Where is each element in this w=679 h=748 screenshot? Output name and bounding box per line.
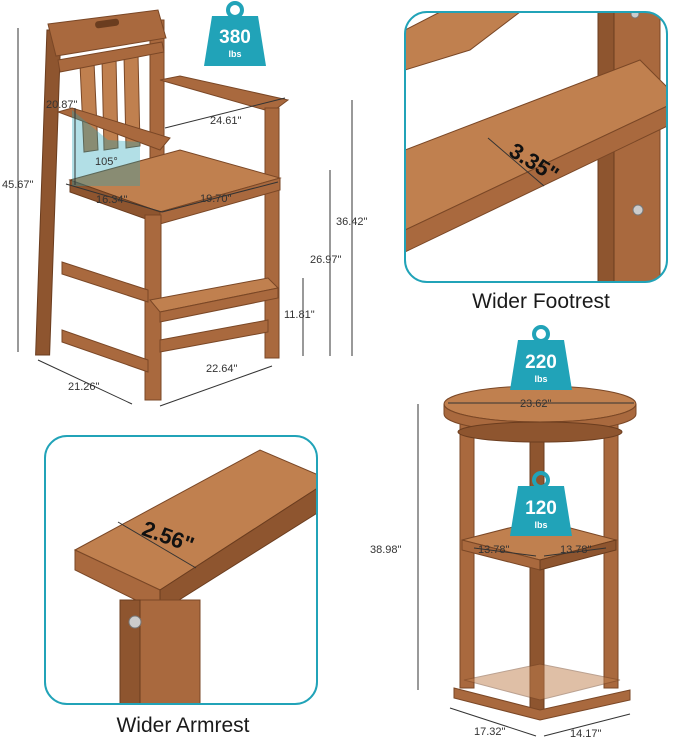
chair-footrest-height-label: 11.81"	[284, 309, 315, 321]
chair-dimensions	[17, 28, 353, 407]
table-shelf-right-label: 13.78"	[560, 544, 592, 556]
bar-table-illustration	[443, 385, 637, 721]
table-height-label: 38.98"	[370, 544, 402, 556]
table-top-weight-unit: lbs	[534, 374, 547, 384]
armrest-detail-panel: 2.56" Wider Armrest	[44, 435, 318, 737]
chair-base-depth-label: 21.26"	[68, 381, 100, 393]
table-base-width-label: 14.17"	[570, 728, 602, 740]
chair-arm-width-label: 24.61"	[210, 115, 242, 127]
chair-weight-value: 380	[219, 27, 251, 48]
table-base-depth-label: 17.32"	[474, 726, 506, 738]
chair-arm-height-label: 36.42"	[336, 216, 368, 228]
chair-weight-icon: 380 lbs	[204, 1, 266, 66]
table-top-diameter-label: 23.62"	[520, 398, 552, 410]
chair-base-width-label: 22.64"	[206, 363, 238, 375]
chair-weight-unit: lbs	[228, 49, 241, 59]
table-top-weight-icon: 220 lbs	[510, 325, 572, 390]
bar-chair-illustration	[35, 9, 290, 401]
chair-dimension-labels: 45.67" 20.87" 24.61" 105° 16.34" 19.70" …	[2, 99, 368, 393]
footrest-detail-panel: 3.35" Wider Footrest	[404, 11, 668, 313]
chair-seat-depth-label: 16.34"	[96, 194, 128, 206]
table-shelf-weight-value: 120	[525, 498, 557, 519]
chair-angle-label: 105°	[95, 156, 118, 168]
chair-seat-height-label: 26.97"	[310, 254, 342, 266]
armrest-caption: Wider Armrest	[116, 714, 249, 737]
chair-back-height-label: 20.87"	[46, 99, 78, 111]
table-shelf-weight-unit: lbs	[534, 520, 547, 530]
table-dimensions	[417, 402, 634, 737]
table-shelf-left-label: 13.78"	[478, 544, 510, 556]
table-dimension-labels: 23.62" 38.98" 13.78" 13.78" 17.32" 14.17…	[370, 398, 602, 740]
chair-total-height-label: 45.67"	[2, 179, 34, 191]
table-top-weight-value: 220	[525, 352, 557, 373]
table-shelf-weight-icon: 120 lbs	[510, 471, 572, 536]
chair-seat-width-label: 19.70"	[200, 193, 232, 205]
footrest-caption: Wider Footrest	[472, 290, 610, 313]
